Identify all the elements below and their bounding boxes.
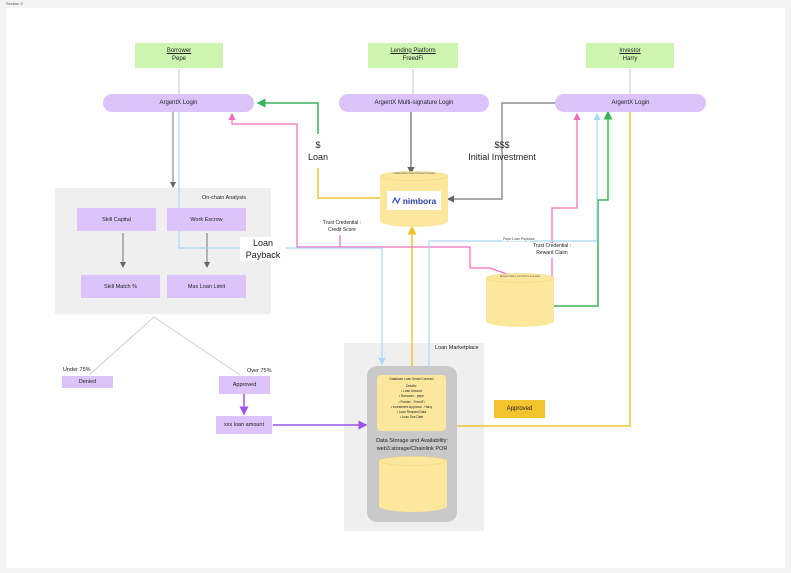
- multisig-login-node[interactable]: ArgentX Multi-signature Login: [339, 94, 489, 112]
- loan-amount-node[interactable]: xxx loan amount: [216, 416, 272, 434]
- storage-cylinder[interactable]: [379, 456, 447, 513]
- borrower-node[interactable]: Borrower Pepe: [135, 43, 223, 68]
- nimbora-mark-icon: [391, 197, 401, 204]
- storage-line1: Data Storage and Availability:: [376, 438, 448, 444]
- approved-badge[interactable]: Approved: [494, 400, 545, 418]
- frame-label: Section 2: [6, 1, 23, 6]
- loan-marketplace-title: Loan Marketplace: [435, 345, 479, 351]
- approved-node[interactable]: Approved: [219, 376, 270, 394]
- contract-item: • Borrower - pepe: [399, 394, 424, 399]
- contract-details: Details:: [406, 384, 417, 389]
- over-75-label: Over 75%: [247, 368, 272, 374]
- loan-payback-line1: Loan: [252, 238, 274, 248]
- trust-credential-credit-label: Trust Credential : Credit Score: [312, 220, 372, 235]
- contract-item: • Funder - FreedFi: [398, 399, 425, 404]
- storage-label: Data Storage and Availability: web3.stor…: [367, 437, 457, 454]
- lending-title: Lending Platform: [390, 47, 436, 54]
- trust-credit-line2: Credit Score: [328, 227, 356, 234]
- contract-title: Database Loan Smart Contract: [389, 377, 434, 381]
- under-75-label: Under 75%: [63, 367, 91, 373]
- nimbora-logo-text: nimbora: [402, 195, 437, 206]
- denied-node[interactable]: Denied: [62, 376, 113, 388]
- contract-item: • Investment Approval - Harry: [390, 404, 433, 409]
- investment-label: $$$ Initial Investment: [462, 139, 542, 163]
- contract-card: [377, 375, 446, 431]
- contract-item: • Loan Amount: [401, 389, 422, 394]
- loan-payback-label: Loan Payback: [240, 237, 286, 262]
- nimbora-logo: nimbora: [387, 191, 441, 210]
- dollars-sign: $$$: [494, 140, 510, 150]
- initial-investment-text: Initial Investment: [468, 152, 536, 163]
- loan-payback-line2: Payback: [245, 250, 281, 261]
- loan-text: Loan: [307, 152, 329, 163]
- trust-reward-line1: Trust Credential :: [532, 243, 572, 249]
- contract-item: • Loan Due Date: [399, 414, 424, 419]
- work-escrow-node[interactable]: Work Escrow: [167, 208, 246, 231]
- investor-title: Investor: [619, 47, 641, 54]
- nimbora-caption: Collateralized Loan Protocol Contract: [393, 172, 435, 175]
- trust-credit-line1: Trust Credential :: [322, 220, 362, 226]
- onchain-analysis-title: On-chain Analysis: [202, 195, 247, 201]
- investor-name: Harry: [622, 55, 638, 62]
- borrower-login-node[interactable]: ArgentX Login: [103, 94, 254, 112]
- lending-name: FreedFi: [402, 55, 424, 62]
- storage-line2: web3.storage/Chainlink POR: [376, 446, 448, 453]
- lending-platform-node[interactable]: Lending Platform FreedFi: [368, 43, 458, 68]
- contract-item: • Loan Request Data: [396, 409, 427, 414]
- trust-credential-reward-label: Trust Credential : Reward Claim: [522, 243, 582, 258]
- max-loan-limit-node[interactable]: Max Loan Limit: [167, 275, 246, 298]
- skill-capital-node[interactable]: Skill Capital: [77, 208, 156, 231]
- pepe-payback-label: Pepe Loan Payback: [503, 237, 535, 241]
- reward-claims-cylinder[interactable]: [486, 273, 554, 328]
- borrower-name: Pepe: [171, 55, 186, 62]
- investor-login-node[interactable]: ArgentX Login: [555, 94, 706, 112]
- investor-node[interactable]: Investor Harry: [586, 43, 674, 68]
- loan-label: $ Loan: [300, 139, 336, 163]
- reward-claims-caption: Reward claims contract for investors: [499, 275, 541, 278]
- trust-reward-line2: Reward Claim: [536, 250, 568, 257]
- contract-text: Database Loan Smart Contract Details: • …: [377, 377, 446, 420]
- borrower-title: Borrower: [166, 47, 192, 54]
- skill-match-node[interactable]: Skill Match %: [81, 275, 160, 298]
- dollar-sign: $: [315, 140, 321, 150]
